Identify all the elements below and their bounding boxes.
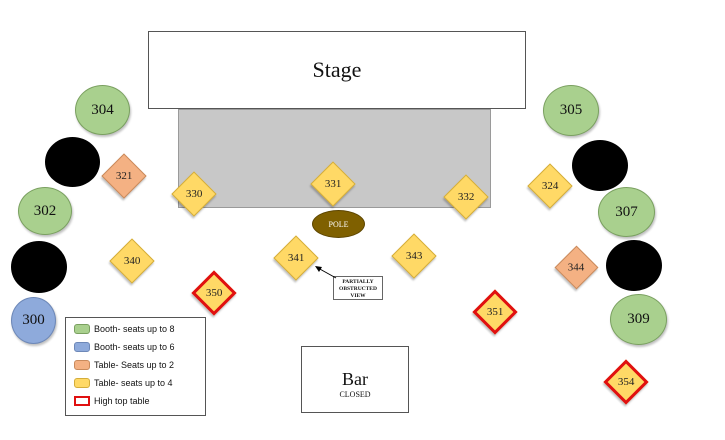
- legend-swatch: [74, 342, 90, 352]
- booth-unnumbered: [11, 241, 67, 293]
- table-number: 340: [123, 255, 141, 267]
- table-354[interactable]: 354: [603, 359, 649, 405]
- bar: Bar CLOSED: [301, 346, 409, 413]
- legend-label: High top table: [94, 396, 150, 406]
- legend-label: Booth- seats up to 6: [94, 342, 175, 352]
- pole: POLE: [312, 210, 365, 238]
- booth-302[interactable]: 302: [18, 187, 72, 235]
- table-number: 343: [405, 250, 423, 262]
- table-number: 344: [568, 261, 585, 274]
- legend: Booth- seats up to 8 Booth- seats up to …: [65, 317, 206, 416]
- table-number: 321: [115, 170, 133, 182]
- table-344[interactable]: 344: [554, 245, 599, 290]
- arrow-icon: [315, 266, 337, 279]
- stage-label: Stage: [312, 57, 362, 82]
- booth-300[interactable]: 300: [11, 297, 56, 344]
- booth-number: 307: [615, 203, 638, 220]
- booth-304[interactable]: 304: [75, 85, 130, 135]
- legend-label: Table- seats up to 4: [94, 378, 173, 388]
- bar-label: Bar: [342, 369, 368, 389]
- bar-status: CLOSED: [339, 390, 371, 399]
- obstructed-view-note: PARTIALLY OBSTRUCTED VIEW: [333, 276, 383, 300]
- legend-label: Booth- seats up to 8: [94, 324, 175, 334]
- table-321[interactable]: 321: [101, 153, 147, 199]
- table-number: 324: [541, 180, 559, 192]
- legend-swatch: [74, 360, 90, 370]
- booth-305[interactable]: 305: [543, 85, 599, 136]
- stage: Stage: [148, 31, 526, 109]
- table-351[interactable]: 351: [472, 289, 518, 335]
- legend-swatch: [74, 324, 90, 334]
- booth-unnumbered: [45, 137, 100, 187]
- pole-label: POLE: [328, 219, 349, 229]
- table-number: 332: [457, 191, 475, 203]
- booth-number: 300: [22, 312, 45, 328]
- table-number: 341: [287, 252, 305, 264]
- table-number: 351: [486, 306, 504, 318]
- table-number: 354: [617, 376, 635, 388]
- table-343[interactable]: 343: [391, 233, 437, 279]
- booth-number: 302: [33, 202, 57, 219]
- note-text: PARTIALLY OBSTRUCTED VIEW: [339, 279, 377, 299]
- booth-unnumbered: [572, 140, 628, 191]
- table-324[interactable]: 324: [527, 163, 573, 209]
- legend-item: Table- seats up to 4: [74, 376, 173, 390]
- table-340[interactable]: 340: [109, 238, 155, 284]
- legend-item: Booth- seats up to 6: [74, 340, 175, 354]
- booth-307[interactable]: 307: [598, 187, 655, 237]
- legend-item: High top table: [74, 394, 150, 408]
- booth-unnumbered: [606, 240, 662, 291]
- table-number: 350: [205, 287, 223, 299]
- legend-item: Booth- seats up to 8: [74, 322, 175, 336]
- booth-number: 309: [627, 311, 650, 327]
- table-number: 330: [185, 188, 203, 200]
- legend-swatch: [74, 396, 90, 406]
- booth-number: 305: [559, 102, 583, 118]
- table-350[interactable]: 350: [191, 270, 237, 316]
- booth-number: 304: [91, 101, 114, 118]
- table-number: 331: [324, 178, 342, 190]
- legend-item: Table- Seats up to 2: [74, 358, 174, 372]
- legend-swatch: [74, 378, 90, 388]
- booth-309[interactable]: 309: [610, 294, 667, 345]
- legend-label: Table- Seats up to 2: [94, 360, 175, 370]
